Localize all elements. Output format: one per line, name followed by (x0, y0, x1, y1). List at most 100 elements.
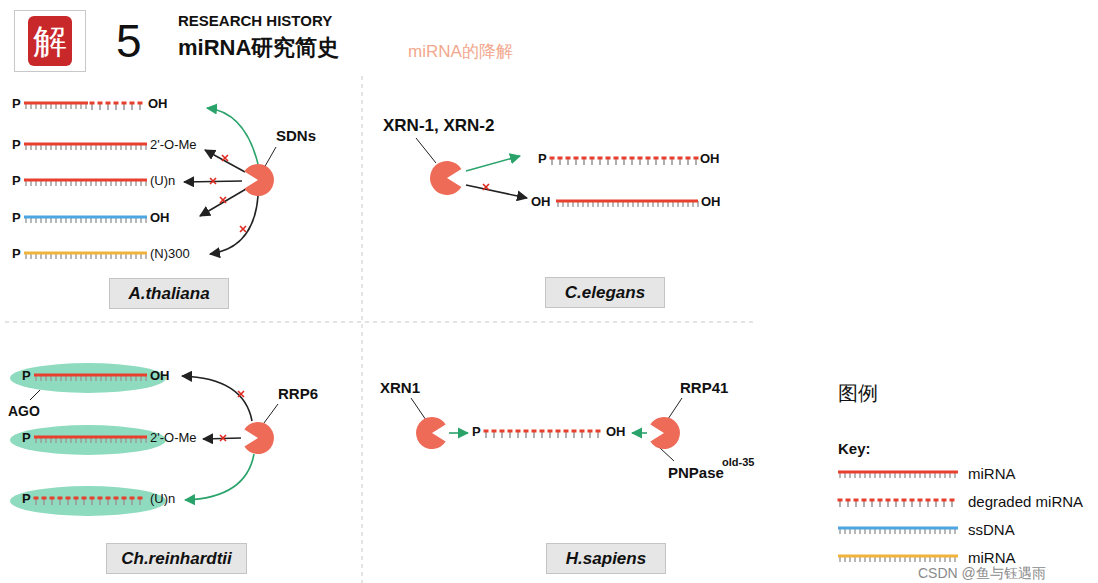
degraded-tick (91, 499, 93, 505)
degraded-tick (541, 432, 543, 438)
arrow (185, 454, 254, 500)
degraded-cap (582, 157, 587, 160)
degraded-tick (573, 432, 575, 438)
degraded-tick (935, 501, 937, 507)
slide-title: miRNA研究简史 (178, 37, 339, 59)
strand-backbone (34, 374, 147, 377)
block-marks (210, 155, 489, 441)
degraded-tick (75, 499, 77, 505)
end-label: P (12, 97, 21, 110)
degraded-cap (654, 157, 659, 160)
degraded-tick (591, 159, 593, 165)
degraded-cap (934, 499, 939, 502)
ago-ellipse (10, 486, 166, 516)
degraded-tick (107, 499, 109, 505)
species-name: H.sapiens (566, 549, 646, 569)
degraded-tick (695, 159, 697, 165)
degraded-cap (862, 499, 867, 502)
legend-swatch (838, 555, 958, 558)
degraded-tick (589, 432, 591, 438)
degraded-tick (679, 159, 681, 165)
degraded-tick (911, 501, 913, 507)
arrow (632, 432, 647, 434)
degraded-cap (106, 497, 111, 500)
end-label: OH (148, 97, 168, 110)
strand-backbone (24, 102, 88, 105)
degraded-cap (66, 497, 71, 500)
degraded-tick (565, 432, 567, 438)
end-label: (U)n (150, 492, 175, 505)
block-mark (220, 435, 226, 441)
degraded-tick (639, 159, 641, 165)
degraded-tick (615, 159, 617, 165)
degraded-tick (83, 499, 85, 505)
seal-character: 解 (33, 24, 67, 58)
degraded-tick (943, 501, 945, 507)
degraded-cap (894, 499, 899, 502)
degraded-tick (927, 501, 929, 507)
enzyme-symbol (430, 161, 461, 195)
degraded-cap (630, 157, 635, 160)
degraded-tick (879, 501, 881, 507)
block-mark (240, 226, 246, 232)
degraded-cap (662, 157, 667, 160)
degraded-cap (926, 499, 931, 502)
section-heading: RESEARCH HISTORY (178, 13, 332, 28)
leader-line (668, 398, 682, 419)
end-label: 2'-O-Me (150, 431, 197, 444)
degraded-cap (532, 430, 537, 433)
degraded-tick (871, 501, 873, 507)
end-label: P (12, 174, 21, 187)
degraded-cap (130, 497, 135, 500)
strand-backbone (556, 200, 698, 203)
degraded-tick (139, 499, 141, 505)
block-mark (210, 178, 216, 184)
degraded-cap (902, 499, 907, 502)
degraded-cap (638, 157, 643, 160)
logo-box: 解 (14, 10, 86, 72)
degraded-tick (863, 501, 865, 507)
degraded-cap (130, 102, 135, 105)
degraded-tick (631, 159, 633, 165)
species-box: Ch.reinhardtii (106, 543, 247, 574)
degraded-cap (596, 430, 601, 433)
enzyme-name: XRN-1, XRN-2 (383, 117, 494, 134)
degraded-cap (58, 497, 63, 500)
strand-backbone (24, 216, 147, 219)
ago-proteins (10, 363, 166, 516)
degraded-tick (35, 499, 37, 505)
leader-line (30, 390, 40, 400)
degraded-tick (623, 159, 625, 165)
degraded-cap (588, 430, 593, 433)
degraded-cap (870, 499, 875, 502)
legend-samples (838, 472, 959, 562)
degraded-tick (123, 104, 125, 110)
end-label: 2'-O-Me (150, 138, 197, 151)
degraded-cap (74, 497, 79, 500)
degraded-cap (606, 157, 611, 160)
ago-ellipse (10, 363, 166, 393)
degraded-tick (525, 432, 527, 438)
degraded-cap (566, 157, 571, 160)
block-mark (222, 155, 228, 161)
degraded-cap (500, 430, 505, 433)
strand-backbone (34, 436, 147, 439)
degraded-tick (839, 501, 841, 507)
degraded-tick (123, 499, 125, 505)
enzymes (244, 161, 680, 454)
legend-text: miRNA (968, 466, 1016, 481)
degraded-tick (107, 104, 109, 110)
degraded-tick (687, 159, 689, 165)
degraded-cap (580, 430, 585, 433)
species-box: A.thaliana (109, 278, 229, 309)
degraded-cap (878, 499, 883, 502)
degraded-cap (686, 157, 691, 160)
strand-backbone (24, 143, 147, 146)
degraded-cap (574, 157, 579, 160)
degraded-tick (99, 104, 101, 110)
degraded-tick (895, 501, 897, 507)
watermark: CSDN @鱼与钰遇雨 (918, 566, 1046, 580)
degraded-tick (517, 432, 519, 438)
enzyme-name: SDNs (276, 128, 316, 143)
end-label: OH (150, 369, 170, 382)
